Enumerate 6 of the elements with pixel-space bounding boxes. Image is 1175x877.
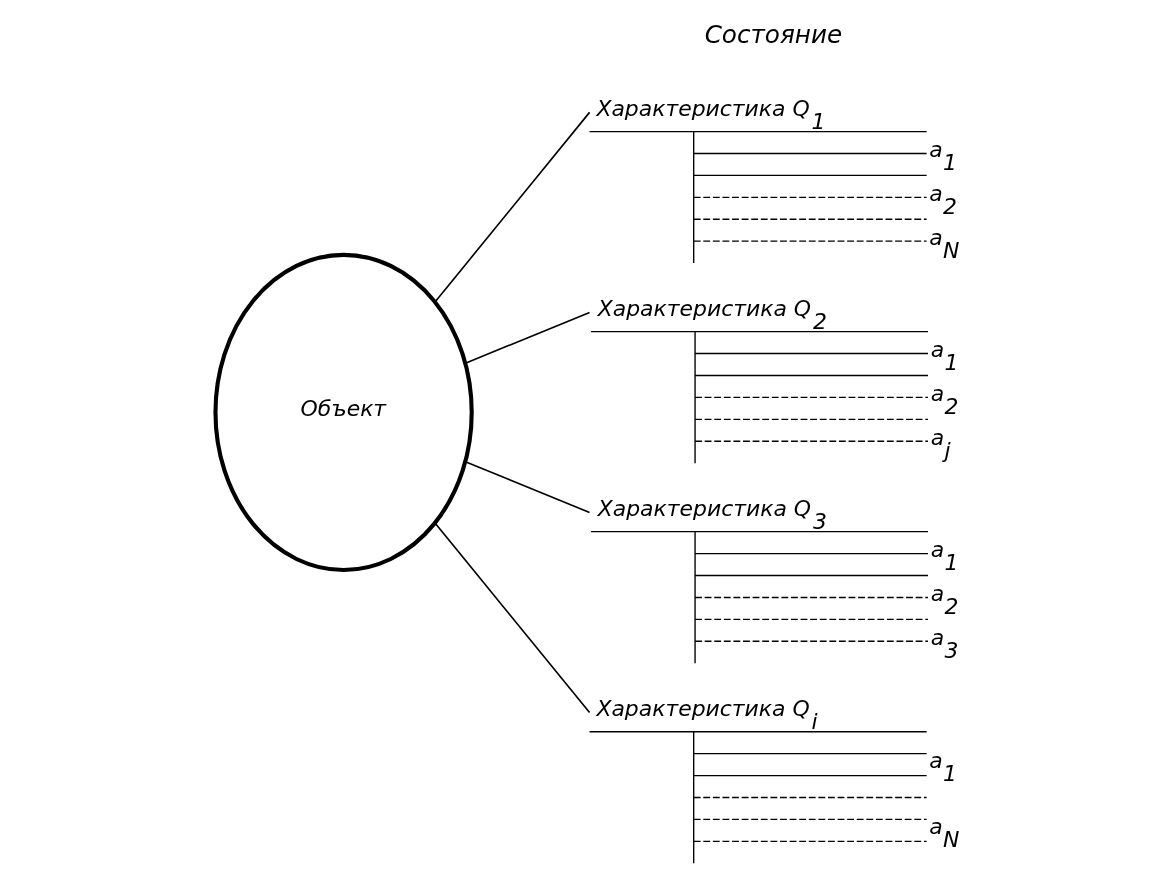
node-ellipse: Объект — [213, 252, 474, 573]
connector — [464, 460, 591, 514]
connector — [464, 311, 591, 364]
connector — [434, 522, 591, 714]
label: Состояние — [704, 20, 843, 50]
connector — [434, 111, 591, 303]
